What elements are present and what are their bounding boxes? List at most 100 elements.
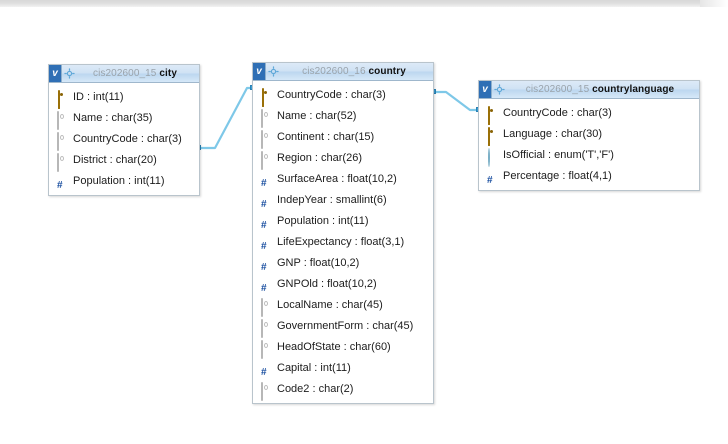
field-label: LifeExpectancy : float(3,1) — [277, 235, 405, 248]
table-country-fields: CountryCode : char(3) Name : char(52) Co… — [253, 81, 433, 403]
column-icon — [56, 110, 68, 130]
field-row[interactable]: # LifeExpectancy : float(3,1) — [253, 231, 433, 252]
table-countrylanguage-title: cis202600_15 countrylanguage — [507, 81, 699, 98]
field-label: IndepYear : smallint(6) — [277, 193, 387, 206]
table-city-fields: ID : int(11) Name : char(35) CountryCode… — [49, 83, 199, 195]
column-icon — [260, 339, 272, 359]
field-row[interactable]: Code2 : char(2) — [253, 378, 433, 401]
field-label: ID : int(11) — [73, 90, 124, 103]
table-country-title: cis202600_16 country — [281, 63, 433, 80]
table-city-title: cis202600_15 city — [77, 65, 199, 82]
field-row[interactable]: IsOfficial : enum('T','F') — [479, 144, 699, 167]
gear-icon[interactable] — [266, 63, 281, 80]
numeric-icon: # — [261, 240, 267, 252]
table-city-header[interactable]: v cis202600_15 city — [49, 65, 199, 83]
field-row[interactable]: CountryCode : char(3) — [49, 128, 199, 151]
field-label: Continent : char(15) — [277, 130, 375, 143]
field-row[interactable]: District : char(20) — [49, 149, 199, 172]
table-countrylanguage[interactable]: v cis202600_15 countrylanguage — [478, 80, 700, 191]
field-label: Name : char(35) — [73, 111, 153, 124]
field-label: Population : int(11) — [73, 174, 165, 187]
field-row[interactable]: HeadOfState : char(60) — [253, 336, 433, 359]
key-icon — [486, 105, 498, 125]
field-row[interactable]: # Capital : int(11) — [253, 357, 433, 378]
table-city[interactable]: v cis202600_15 city ID : — [48, 64, 200, 196]
field-label: CountryCode : char(3) — [277, 88, 386, 101]
field-row[interactable]: Region : char(26) — [253, 147, 433, 170]
view-badge-icon: v — [479, 81, 492, 98]
numeric-icon: # — [487, 174, 493, 186]
field-label: Name : char(52) — [277, 109, 357, 122]
window-top-strip-fade — [700, 0, 728, 7]
column-icon — [260, 108, 272, 128]
column-icon — [260, 297, 272, 317]
numeric-icon: # — [261, 198, 267, 210]
field-label: Code2 : char(2) — [277, 382, 354, 395]
field-row[interactable]: CountryCode : char(3) — [253, 84, 433, 107]
field-label: Percentage : float(4,1) — [503, 169, 612, 182]
field-row[interactable]: Name : char(35) — [49, 107, 199, 130]
field-row[interactable]: LocalName : char(45) — [253, 294, 433, 317]
field-label: CountryCode : char(3) — [73, 132, 182, 145]
field-row[interactable]: Continent : char(15) — [253, 126, 433, 149]
numeric-icon: # — [57, 179, 63, 191]
field-label: CountryCode : char(3) — [503, 106, 612, 119]
field-label: Capital : int(11) — [277, 361, 351, 374]
table-country-name: country — [368, 66, 406, 77]
numeric-icon: # — [261, 261, 267, 273]
column-icon — [260, 318, 272, 338]
field-label: LocalName : char(45) — [277, 298, 383, 311]
field-label: SurfaceArea : float(10,2) — [277, 172, 397, 185]
field-row[interactable]: # Population : int(11) — [49, 170, 199, 191]
column-icon — [56, 152, 68, 172]
enum-icon — [486, 147, 498, 167]
field-label: Region : char(26) — [277, 151, 362, 164]
field-row[interactable]: Name : char(52) — [253, 105, 433, 128]
field-row[interactable]: # IndepYear : smallint(6) — [253, 189, 433, 210]
table-countrylanguage-schema: cis202600_15 — [525, 84, 590, 95]
table-countrylanguage-header[interactable]: v cis202600_15 countrylanguage — [479, 81, 699, 99]
field-row[interactable]: ID : int(11) — [49, 86, 199, 109]
relationship-country-countrylanguage[interactable] — [434, 90, 479, 112]
field-label: IsOfficial : enum('T','F') — [503, 148, 614, 161]
relationship-city-country[interactable] — [200, 86, 253, 150]
table-city-schema: cis202600_15 — [92, 68, 157, 79]
view-badge-icon: v — [49, 65, 62, 82]
key-icon — [56, 89, 68, 109]
field-row[interactable]: # Population : int(11) — [253, 210, 433, 231]
key-icon — [486, 126, 498, 146]
table-country-schema: cis202600_16 — [302, 66, 366, 77]
column-icon — [260, 381, 272, 401]
field-label: District : char(20) — [73, 153, 157, 166]
column-icon — [260, 129, 272, 149]
table-country[interactable]: v cis202600_16 country Co — [252, 62, 434, 404]
field-row[interactable]: # GNPOld : float(10,2) — [253, 273, 433, 294]
field-row[interactable]: # SurfaceArea : float(10,2) — [253, 168, 433, 189]
field-row[interactable]: # GNP : float(10,2) — [253, 252, 433, 273]
field-label: GNPOld : float(10,2) — [277, 277, 377, 290]
field-row[interactable]: GovernmentForm : char(45) — [253, 315, 433, 338]
table-country-header[interactable]: v cis202600_16 country — [253, 63, 433, 81]
view-badge-icon: v — [253, 63, 266, 80]
table-countrylanguage-name: countrylanguage — [592, 84, 675, 95]
column-icon — [260, 150, 272, 170]
gear-icon[interactable] — [492, 81, 507, 98]
field-label: Language : char(30) — [503, 127, 603, 140]
field-label: Population : int(11) — [277, 214, 369, 227]
table-countrylanguage-fields: CountryCode : char(3) Language : char(30… — [479, 99, 699, 190]
table-city-name: city — [159, 68, 177, 79]
field-row[interactable]: CountryCode : char(3) — [479, 102, 699, 125]
field-label: GNP : float(10,2) — [277, 256, 360, 269]
field-label: HeadOfState : char(60) — [277, 340, 391, 353]
field-row[interactable]: Language : char(30) — [479, 123, 699, 146]
key-icon — [260, 87, 272, 107]
numeric-icon: # — [261, 366, 267, 378]
gear-icon[interactable] — [62, 65, 77, 82]
numeric-icon: # — [261, 282, 267, 294]
window-top-strip — [0, 0, 700, 7]
field-row[interactable]: # Percentage : float(4,1) — [479, 165, 699, 186]
field-label: GovernmentForm : char(45) — [277, 319, 414, 332]
numeric-icon: # — [261, 177, 267, 189]
column-icon — [56, 131, 68, 151]
